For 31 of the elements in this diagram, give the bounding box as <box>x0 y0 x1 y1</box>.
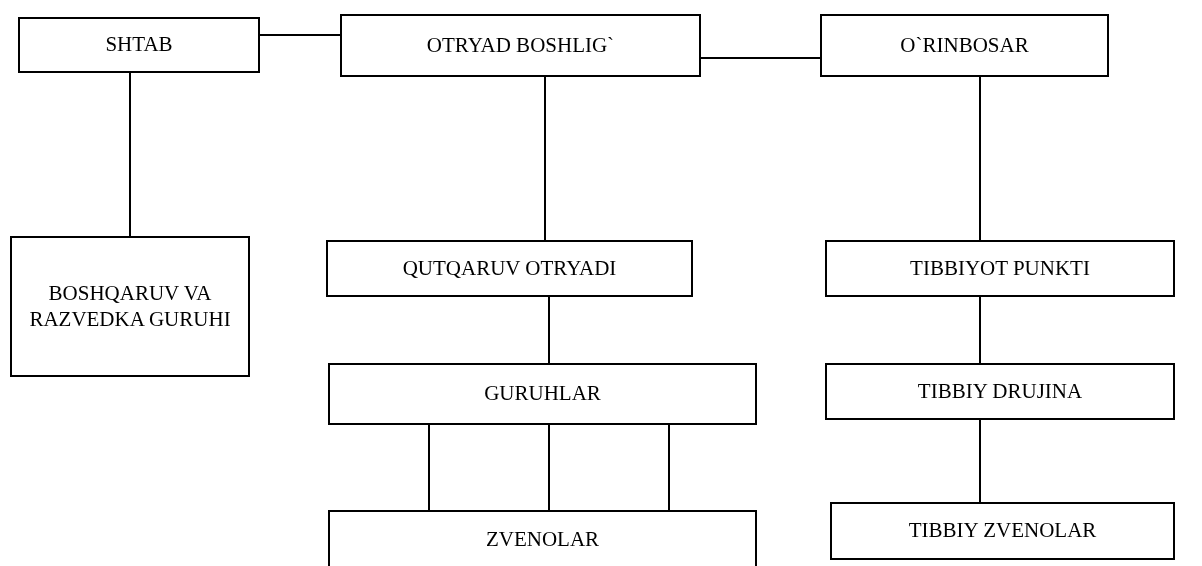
box-label: GURUHLAR <box>484 381 601 407</box>
org-box <box>830 502 1175 560</box>
box-label: TIBBIY ZVENOLAR <box>908 518 1097 544</box>
connector-line <box>668 424 670 511</box>
connector-line <box>259 34 341 36</box>
connector-line <box>979 419 981 503</box>
org-box <box>820 14 1109 77</box>
org-box <box>340 14 701 77</box>
org-box <box>18 17 260 73</box>
box-label: O`RINBOSAR <box>900 32 1029 59</box>
box-label: TIBBIYOT PUNKTI <box>910 255 1090 282</box>
org-box <box>326 240 693 297</box>
connector-line <box>548 296 550 364</box>
box-label: OTRYAD BOSHLIG` <box>426 32 615 59</box>
connector-line <box>700 57 821 59</box>
connector-line <box>979 296 981 364</box>
box-label: BOSHQARUV VA RAZVEDKA GURUHI <box>28 281 232 332</box>
box-label: ZVENOLAR <box>485 527 600 553</box>
org-box <box>328 363 757 425</box>
org-box <box>825 363 1175 420</box>
org-box <box>328 510 757 566</box>
box-label: QUTQARUV OTRYADI <box>402 255 617 282</box>
org-box <box>10 236 250 377</box>
connector-line <box>129 72 131 237</box>
box-label: SHTAB <box>105 32 173 58</box>
connector-line <box>548 424 550 511</box>
box-label: TIBBIY DRUJINA <box>917 378 1083 405</box>
connector-line <box>979 76 981 241</box>
connector-line <box>544 76 546 241</box>
connector-line <box>428 424 430 511</box>
org-box <box>825 240 1175 297</box>
